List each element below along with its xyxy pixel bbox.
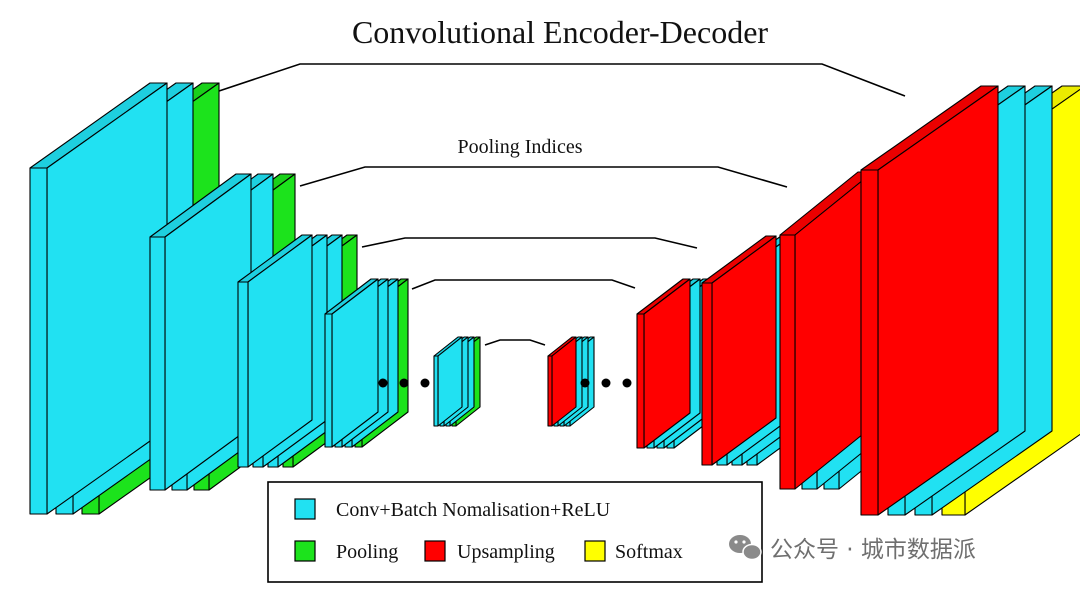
encoder-stage-2-layer-1-conv [149,173,252,491]
encoder-stage-4-layer-1-conv [324,278,379,448]
decoder-stage-3-layer-1-upsample [701,235,777,466]
encoder-stage-5-layer-1-conv [433,336,463,427]
encoder-stage-3-layer-1-conv [237,234,313,468]
legend-label-conv: Conv+Batch Nomalisation+ReLU [336,499,611,521]
ellipsis-left [378,378,430,388]
decoder-stage-1-layer-1-upsample [547,336,577,427]
watermark: 公众号 · 城市数据派 [729,535,976,563]
legend-label-softmax: Softmax [615,541,683,563]
legend-label-pool: Pooling [336,541,398,563]
legend-label-upsample: Upsampling [457,541,555,563]
watermark-text: 公众号 · 城市数据派 [770,537,976,563]
skip-connection-2 [299,166,788,188]
skip-connection-3 [361,237,698,249]
pooling-indices-label: Pooling Indices [458,136,583,158]
legend-swatch-upsample [424,540,446,562]
legend-swatch-softmax [584,540,606,562]
decoder-stage-4-layer-1-upsample [779,171,874,490]
decoder-stage-2-layer-1-upsample [636,278,691,449]
encoder-stage-1-layer-1-conv [29,82,168,515]
diagram-title: Convolutional Encoder-Decoder [352,14,768,50]
network-layers [29,82,1080,516]
legend-swatch-conv [294,498,316,520]
decoder-stage-5-layer-1-upsample [860,85,999,516]
legend-box [267,481,763,583]
legend: Conv+Batch Nomalisation+ReLU Pooling Ups… [267,481,763,583]
skip-connection-1 [209,63,906,97]
legend-swatch-pool [294,540,316,562]
skip-connection-5 [484,339,546,346]
skip-connections [209,63,906,346]
ellipsis-right [580,378,632,388]
skip-connection-4 [411,279,636,290]
wechat-icon [729,535,762,561]
